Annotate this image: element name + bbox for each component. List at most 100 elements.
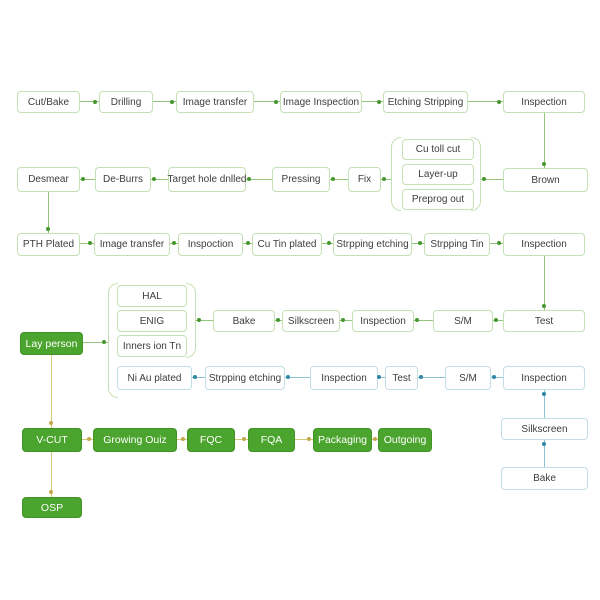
arrowhead-dot (286, 375, 290, 379)
group-bracket-left-lamination (391, 137, 401, 211)
node-pressing: Pressing (272, 167, 330, 192)
node-bake-2: Bake (501, 467, 588, 490)
connector-line (48, 192, 49, 233)
node-target-hole-dnlled: Target hole dnlled (168, 167, 246, 192)
node-image-inspection: Image Inspection (280, 91, 362, 113)
node-inspection-2: Inspection (503, 233, 585, 256)
arrowhead-dot (542, 304, 546, 308)
node-fix: Fix (348, 167, 381, 192)
node-test-1: Test (503, 310, 585, 332)
node-inspection-3: Inspection (352, 310, 414, 332)
connector-line (378, 377, 385, 378)
node-strpping-tin: Strpping Tin (424, 233, 490, 256)
node-growing-ouiz: Growing Ouiz (93, 428, 177, 452)
node-image-transfer-1: Image transfer (176, 91, 254, 113)
connector-line (295, 439, 313, 440)
arrowhead-dot (242, 437, 246, 441)
arrowhead-dot (93, 100, 97, 104)
arrowhead-dot (415, 318, 419, 322)
node-sm-2: S/M (445, 366, 491, 390)
connector-line (196, 320, 213, 321)
node-drilling: Drilling (99, 91, 153, 113)
node-layer-up: Layer-up (402, 164, 474, 185)
node-cu-toll-cut: Cu toll cut (402, 139, 474, 160)
arrowhead-dot (274, 100, 278, 104)
arrowhead-dot (276, 318, 280, 322)
connector-line (418, 377, 445, 378)
node-strpping-etching-2: Strpping etching (205, 366, 285, 390)
arrowhead-dot (331, 177, 335, 181)
arrowhead-dot (327, 241, 331, 245)
arrowhead-dot (87, 437, 91, 441)
connector-line (362, 101, 383, 102)
node-silkscreen-2: Silkscreen (501, 418, 588, 440)
node-test-2: Test (385, 366, 418, 390)
connector-line (330, 179, 348, 180)
arrowhead-dot (172, 241, 176, 245)
connector-line (80, 101, 99, 102)
connector-line (544, 256, 545, 310)
connector-line (83, 342, 108, 343)
arrowhead-dot (49, 490, 53, 494)
arrowhead-dot (497, 100, 501, 104)
arrowhead-dot (181, 437, 185, 441)
node-lay-person: Lay person (20, 332, 83, 355)
node-strpping-etching-1: Strpping etching (333, 233, 412, 256)
connector-line (285, 377, 310, 378)
node-brown: Brown (503, 168, 588, 192)
arrowhead-dot (382, 177, 386, 181)
connector-line (493, 320, 503, 321)
node-inspoction: Inspoction (178, 233, 243, 256)
arrowhead-dot (152, 177, 156, 181)
connector-line (254, 101, 280, 102)
arrowhead-dot (88, 241, 92, 245)
connector-line (481, 179, 503, 180)
node-inners-ion-tn: Inners ion Tn (117, 335, 187, 357)
node-etching-stripping: Etching Stripping (383, 91, 468, 113)
node-pth-plated: PTH Plated (17, 233, 80, 256)
arrowhead-dot (247, 177, 251, 181)
node-inspection-4: Inspection (310, 366, 378, 390)
connector-line (51, 355, 52, 428)
node-bake-1: Bake (213, 310, 275, 332)
group-bracket-right-finish (186, 283, 196, 358)
connector-line (192, 377, 205, 378)
node-cut-bake: Cut/Bake (17, 91, 80, 113)
node-preprog-out: Preprog out (402, 189, 474, 210)
node-osp: OSP (22, 497, 82, 518)
arrowhead-dot (193, 375, 197, 379)
node-fqc: FQC (187, 428, 235, 452)
node-de-burrs: De-Burrs (95, 167, 151, 192)
arrowhead-dot (46, 227, 50, 231)
connector-line (468, 101, 503, 102)
connector-line (490, 243, 503, 244)
arrowhead-dot (542, 442, 546, 446)
arrowhead-dot (377, 100, 381, 104)
arrowhead-dot (307, 437, 311, 441)
arrowhead-dot (419, 375, 423, 379)
connector-line (414, 320, 433, 321)
arrowhead-dot (81, 177, 85, 181)
arrowhead-dot (170, 100, 174, 104)
node-silkscreen-1: Silkscreen (282, 310, 340, 332)
arrowhead-dot (341, 318, 345, 322)
connector-line (381, 179, 391, 180)
node-enig: ENIG (117, 310, 187, 332)
node-v-cut: V-CUT (22, 428, 82, 452)
arrowhead-dot (492, 375, 496, 379)
arrowhead-dot (377, 375, 381, 379)
connector-line (544, 440, 545, 467)
connector-line (153, 101, 176, 102)
node-cu-tin-plated: Cu Tin plated (252, 233, 322, 256)
arrowhead-dot (482, 177, 486, 181)
connector-line (491, 377, 503, 378)
arrowhead-dot (373, 437, 377, 441)
arrowhead-dot (497, 241, 501, 245)
connector-line (151, 179, 168, 180)
node-sm-1: S/M (433, 310, 493, 332)
node-hal: HAL (117, 285, 187, 307)
node-packaging: Packaging (313, 428, 372, 452)
node-image-transfer-2: Image transfer (94, 233, 170, 256)
node-outgoing: Outgoing (378, 428, 432, 452)
